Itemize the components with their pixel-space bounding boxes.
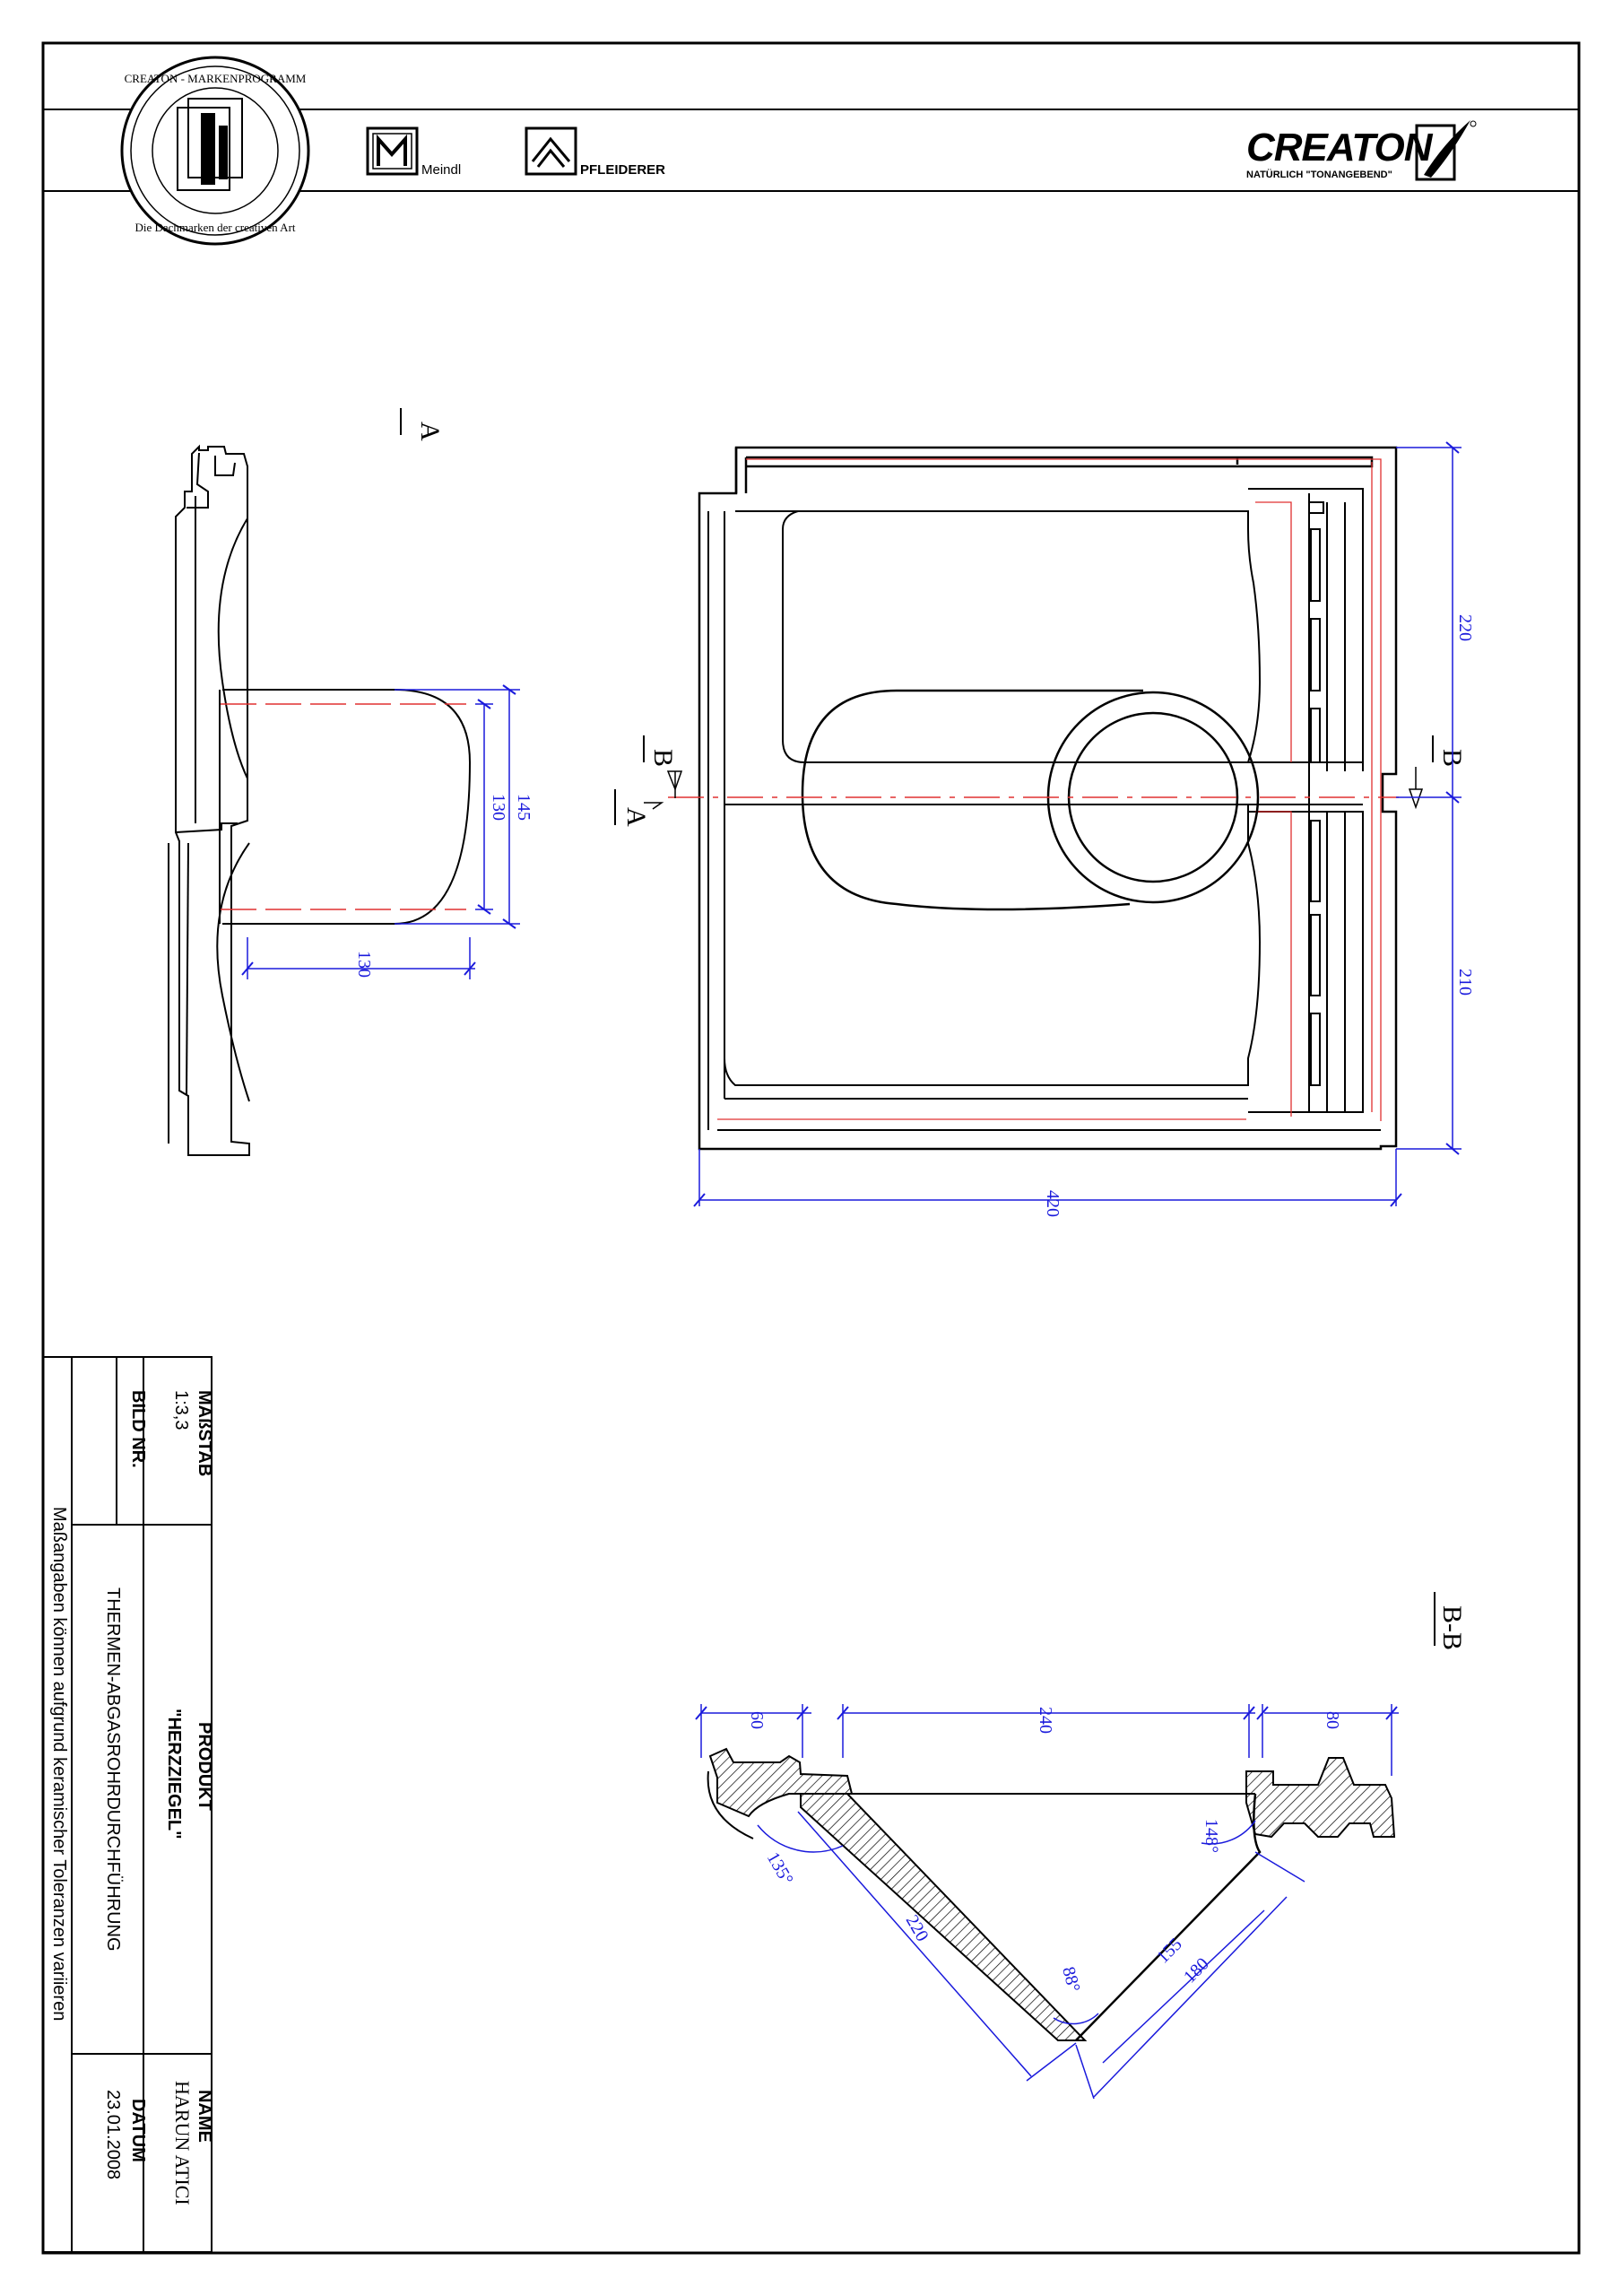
meindl-logo: Meindl [366,126,461,178]
pfleiderer-label: PFLEIDERER [580,162,665,178]
section-a-label-plan: A [621,807,651,827]
dim-top-220: 220 [1455,614,1475,641]
date-label: DATUM [128,2099,148,2162]
section-bb-title: B-B [1437,1605,1467,1650]
top-view: B A B 220 210 420 [614,441,1475,1217]
product-label: PRODUKT [195,1722,214,1811]
disclaimer: Maßangaben können aufgrund keramischer T… [49,1507,69,2021]
dim-sec-135deg: 135° [763,1849,797,1889]
title-block: MAßSTAB 1:3,3 BILD NR. PRODUKT "HERZZIEG… [42,1356,214,2253]
dim-sec-180: 180 [1180,1954,1213,1987]
section-bb-view: B-B [695,1592,1467,2100]
dim-sec-148deg: 148° [1201,1819,1221,1853]
scale-value: 1:3,3 [171,1390,191,1430]
name-label: NAME [195,2090,214,2143]
section-b-label-left: B [648,749,678,767]
creaton-seal-logo: CREATON - MARKENPROGRAMM Die Dachmarken … [120,56,310,246]
name-value: HARUN ATICI [171,2081,194,2205]
seal-inner-text: Die Dachmarken der creativen Art [134,221,295,234]
seal-outer-text: CREATON - MARKENPROGRAMM [125,72,307,85]
creaton-tagline: NATÜRLICH "TONANGEBEND" [1246,169,1392,180]
image-no-label: BILD NR. [128,1390,148,1468]
dim-sec-155: 155 [1153,1935,1186,1968]
meindl-label: Meindl [421,162,461,178]
creaton-wordmark: CREATON [1246,126,1434,170]
description: THERMEN-ABGASROHRDURCHFÜHRUNG [103,1587,123,1952]
section-a-label-top: A [415,422,445,441]
dim-side-130-horizontal: 130 [354,951,374,978]
dim-sec-60: 60 [747,1711,767,1729]
dim-side-130-vertical: 130 [489,794,508,821]
scale-label: MAßSTAB [195,1390,214,1476]
product-value: "HERZZIEGEL" [164,1709,184,1839]
side-view: A [168,408,533,1156]
drawing-frame [41,41,1581,2255]
date-value: 23.01.2008 [103,2090,123,2179]
dim-sec-80: 80 [1323,1711,1342,1729]
creaton-logo: CREATON NATÜRLICH "TONANGEBEND" [1246,120,1477,181]
dim-sec-240: 240 [1036,1707,1055,1734]
dim-top-420: 420 [1043,1190,1063,1217]
pfleiderer-logo: PFLEIDERER [525,126,665,178]
dim-top-210: 210 [1455,969,1475,996]
dim-side-145: 145 [514,794,533,821]
dim-sec-88deg: 88° [1058,1965,1083,1995]
